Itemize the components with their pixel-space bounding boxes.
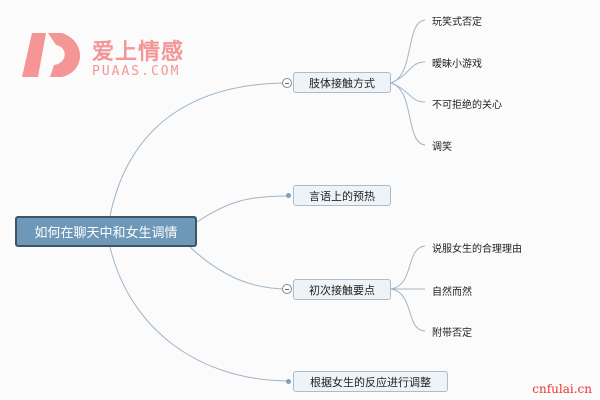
root-node[interactable]: 如何在聊天中和女生调情 [15,216,197,247]
connector-root-b4 [109,246,291,382]
logo-text-cn: 爱上情感 [92,40,185,65]
collapse-toggle-icon[interactable] [282,284,292,294]
leaf-node[interactable]: 说服女生的合理理由 [432,244,522,255]
connector-b3-l1 [390,245,426,290]
connector-root-b3 [189,246,289,290]
connector-b1-l1 [390,19,426,84]
branch-node-body-contact[interactable]: 肢体接触方式 [293,72,391,93]
leaf-node[interactable]: 调笑 [432,142,452,153]
leaf-node[interactable]: 暧昧小游戏 [432,59,482,70]
logo-text-en: PUAAS.COM [92,64,181,79]
leaf-node[interactable]: 不可拒绝的关心 [432,100,502,111]
puaas-logo-icon [22,33,80,77]
branch-node-verbal-warmup[interactable]: 言语上的预热 [293,185,391,206]
branch-node-first-contact[interactable]: 初次接触要点 [293,279,391,300]
collapse-toggle-icon[interactable] [282,78,292,88]
connector-b1-l4 [390,82,426,146]
branch-dot-icon [286,379,291,384]
connector-root-b1 [109,82,289,217]
leaf-node[interactable]: 自然而然 [432,287,472,298]
connector-b3-l3 [390,288,426,332]
connector-b1-l2 [390,61,426,84]
branch-node-adjust[interactable]: 根据女生的反应进行调整 [293,371,448,392]
leaf-node[interactable]: 玩笑式否定 [432,17,482,28]
branch-dot-icon [286,193,291,198]
connector-root-b2 [196,195,291,223]
leaf-node[interactable]: 附带否定 [432,328,472,339]
watermark: cnfulai.cn [532,382,592,396]
